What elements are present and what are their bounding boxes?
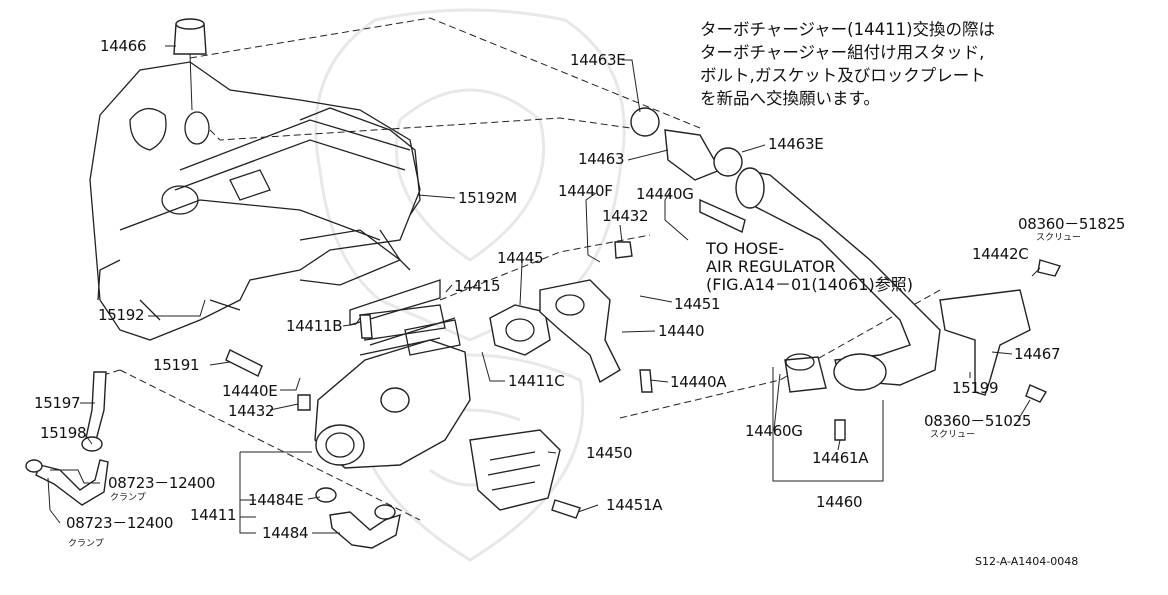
part-label-14411c[interactable]: 14411C: [508, 372, 565, 390]
part-label-08360-51025[interactable]: 08360－51025: [924, 412, 1032, 430]
part-label-14440a[interactable]: 14440A: [670, 373, 727, 391]
part-label-08360-51825[interactable]: 08360－51825: [1018, 215, 1126, 233]
part-label-14451[interactable]: 14451: [674, 295, 721, 313]
part-label-14411[interactable]: 14411: [190, 506, 237, 524]
part-label-14484[interactable]: 14484: [262, 524, 309, 542]
intake-pipe: [735, 167, 941, 393]
part-label-15192m[interactable]: 15192M: [458, 189, 517, 207]
screw-label-upper: スクリュー: [1036, 233, 1082, 243]
part-label-14467[interactable]: 14467: [1014, 345, 1061, 363]
part-label-14411b[interactable]: 14411B: [286, 317, 343, 335]
note-line-2: ターボチャージャー組付け用スタッド,: [700, 43, 985, 62]
part-label-14463e-upper[interactable]: 14463E: [570, 51, 626, 69]
part-label-14463[interactable]: 14463: [578, 150, 625, 168]
clamp-label-lower: クランプ: [68, 539, 104, 549]
part-label-14463e-lower[interactable]: 14463E: [768, 135, 824, 153]
note-line-1: ターボチャージャー(14411)交換の際は: [700, 20, 996, 39]
part-label-14432-upper[interactable]: 14432: [602, 207, 649, 225]
part-label-14440e[interactable]: 14440E: [222, 382, 278, 400]
clamp-label-upper: クランプ: [110, 493, 146, 503]
part-label-14432-lower[interactable]: 14432: [228, 402, 275, 420]
turbocharger: [314, 279, 471, 469]
screw-label-lower: スクリュー: [930, 430, 976, 440]
part-label-14445[interactable]: 14445: [497, 249, 544, 267]
part-label-14440f[interactable]: 14440F: [558, 182, 613, 200]
part-label-08723-12400-upper[interactable]: 08723－12400: [108, 474, 216, 492]
hose-note-line-3: (FIG.A14－01(14061)参照): [706, 275, 913, 294]
part-label-14450[interactable]: 14450: [586, 444, 633, 462]
part-label-14460g[interactable]: 14460G: [745, 422, 803, 440]
leader-lines: [47, 45, 1041, 534]
part-label-15198[interactable]: 15198: [40, 424, 87, 442]
part-label-14466[interactable]: 14466: [100, 37, 147, 55]
note-line-3: ボルト,ガスケット及びロックプレート: [700, 66, 986, 85]
part-label-15197[interactable]: 15197: [34, 394, 81, 412]
diagram-reference-code: S12-A-A1404-0048: [975, 555, 1079, 568]
part-label-14451a[interactable]: 14451A: [606, 496, 663, 514]
part-label-14484e[interactable]: 14484E: [248, 491, 304, 509]
part-label-14440[interactable]: 14440: [658, 322, 705, 340]
part-label-14415[interactable]: 14415: [454, 277, 501, 295]
part-label-15192[interactable]: 15192: [98, 306, 145, 324]
part-label-15199[interactable]: 15199: [952, 379, 999, 397]
hose-note-line-2: AIR REGULATOR: [706, 257, 836, 276]
replacement-note: ターボチャージャー(14411)交換の際は ターボチャージャー組付け用スタッド,…: [700, 18, 995, 110]
oil-cap: [173, 18, 207, 111]
part-label-14440g[interactable]: 14440G: [636, 185, 694, 203]
engine-block: [89, 61, 421, 341]
part-label-15191[interactable]: 15191: [153, 356, 200, 374]
part-label-14460[interactable]: 14460: [816, 493, 863, 511]
hose-note: TO HOSE- AIR REGULATOR (FIG.A14－01(14061…: [706, 240, 913, 294]
hose-note-line-1: TO HOSE-: [706, 239, 785, 258]
part-label-14442c[interactable]: 14442C: [972, 245, 1029, 263]
note-line-4: を新品へ交換願います。: [700, 89, 880, 108]
part-label-14461a[interactable]: 14461A: [812, 449, 869, 467]
part-label-08723-12400-lower[interactable]: 08723－12400: [66, 514, 174, 532]
